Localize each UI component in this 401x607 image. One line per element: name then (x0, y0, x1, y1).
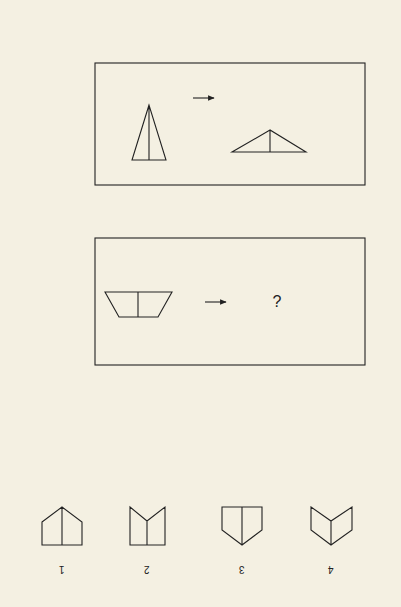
arrow (193, 97, 214, 98)
option-number: 3 (239, 564, 245, 574)
arrow (205, 301, 226, 302)
option-number: 1 (59, 564, 65, 574)
option-shape (311, 507, 352, 545)
trapezoid (105, 292, 172, 317)
option-shape (222, 507, 262, 545)
flat-triangle (232, 130, 306, 152)
example-panel (95, 63, 365, 185)
option-shape (42, 507, 82, 545)
question-panel (95, 238, 365, 365)
tall-triangle (132, 105, 166, 160)
option-number: 4 (328, 564, 334, 574)
option-number: 2 (144, 564, 150, 574)
missing-answer-mark: ? (273, 294, 282, 310)
option-shape (130, 507, 165, 545)
